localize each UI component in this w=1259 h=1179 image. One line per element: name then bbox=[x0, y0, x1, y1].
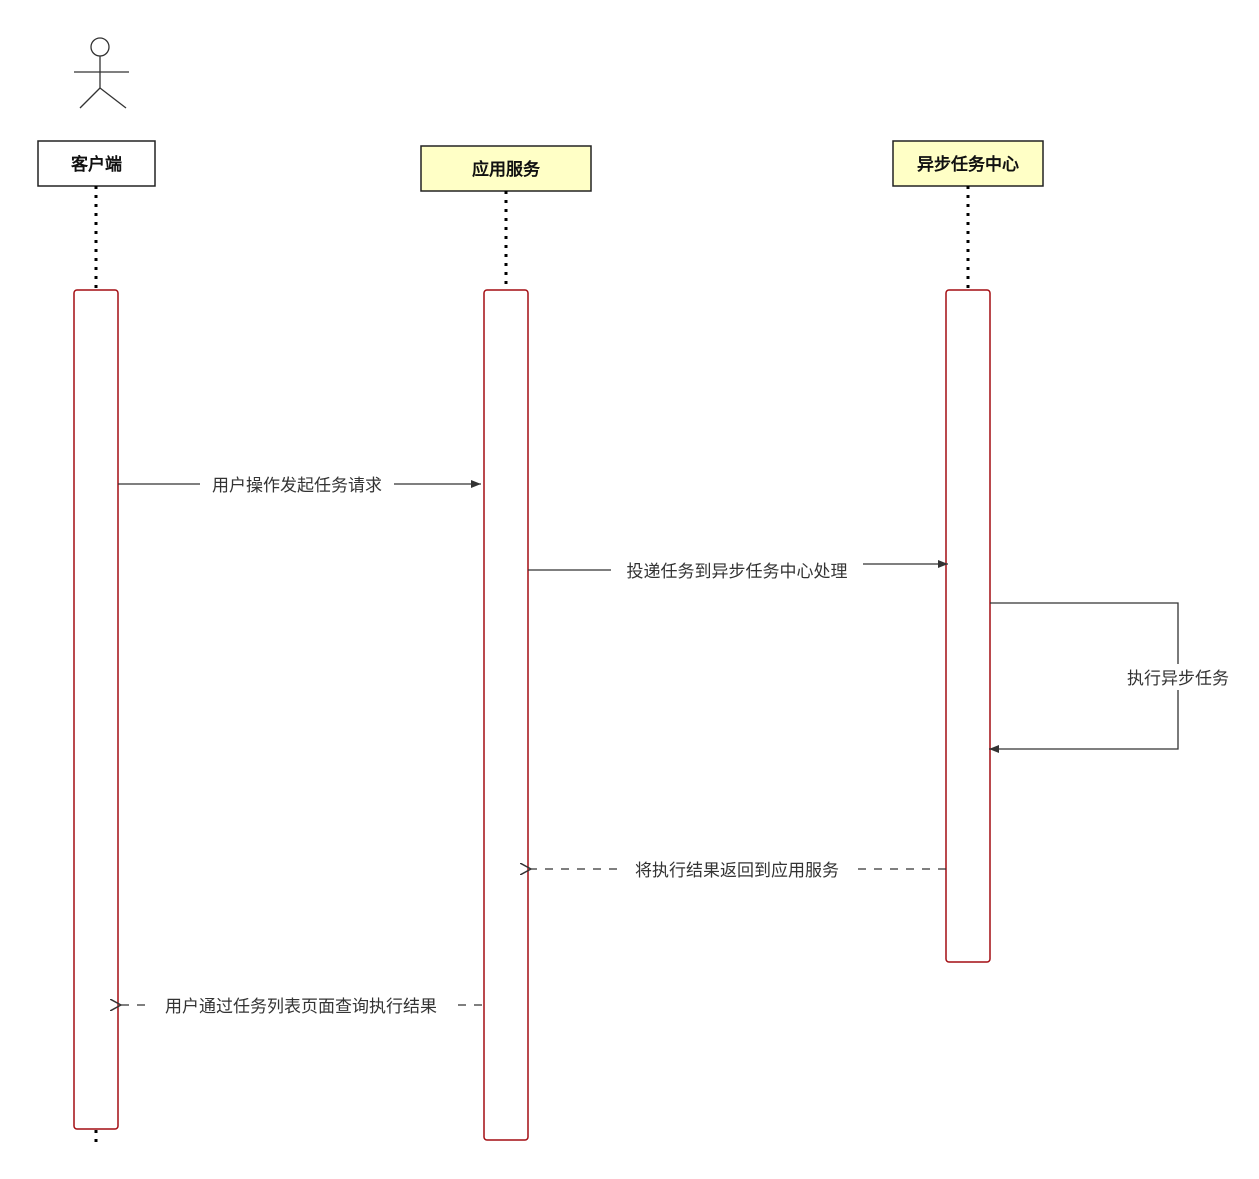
activation-app-service bbox=[483, 289, 529, 1141]
participant-client-label: 客户端 bbox=[70, 154, 122, 175]
participant-app-service-label: 应用服务 bbox=[472, 159, 541, 180]
participant-client[interactable]: 客户端 bbox=[37, 140, 156, 187]
message-4-label: 将执行结果返回到应用服务 bbox=[635, 861, 839, 881]
activation-client bbox=[73, 289, 119, 1130]
message-1-label: 用户操作发起任务请求 bbox=[212, 476, 382, 496]
activation-async-center bbox=[945, 289, 991, 963]
message-3-label: 执行异步任务 bbox=[1127, 669, 1229, 689]
message-2-label: 投递任务到异步任务中心处理 bbox=[627, 562, 848, 582]
message-4: 将执行结果返回到应用服务 bbox=[531, 861, 946, 881]
message-1: 用户操作发起任务请求 bbox=[118, 476, 481, 496]
message-5-label: 用户通过任务列表页面查询执行结果 bbox=[165, 997, 437, 1017]
participant-client-box bbox=[37, 140, 156, 187]
message-3-label-bg bbox=[1118, 664, 1238, 690]
participant-async-center[interactable]: 异步任务中心 bbox=[892, 140, 1044, 187]
message-5: 用户通过任务列表页面查询执行结果 bbox=[121, 997, 484, 1017]
message-2: 投递任务到异步任务中心处理 bbox=[528, 560, 948, 582]
participant-app-service-box bbox=[420, 145, 592, 192]
message-3-self-call: 执行异步任务 bbox=[989, 602, 1238, 753]
participant-async-center-label: 异步任务中心 bbox=[917, 154, 1019, 175]
participant-async-center-box bbox=[892, 140, 1044, 187]
participant-app-service[interactable]: 应用服务 bbox=[420, 145, 592, 192]
actor-stick-figure-icon bbox=[74, 37, 129, 109]
